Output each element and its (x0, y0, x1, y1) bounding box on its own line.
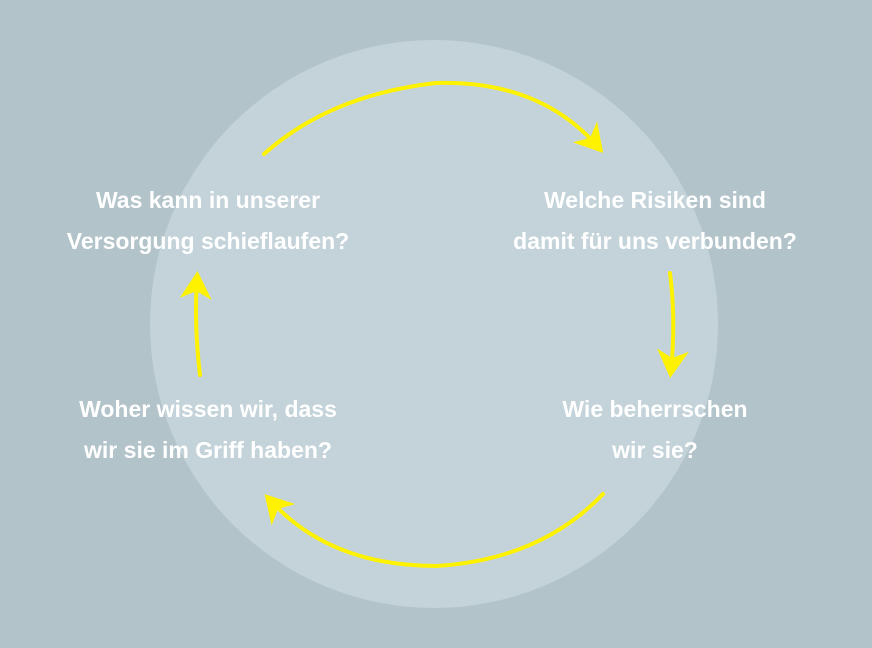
arrow-bottom (264, 492, 605, 569)
arrow-top (262, 80, 604, 156)
step-control-line2: wir sie? (612, 437, 698, 463)
step-identify: Was kann in unserer Versorgung schieflau… (30, 180, 386, 262)
step-control: Wie beherrschen wir sie? (480, 389, 830, 471)
step-monitor: Woher wissen wir, dass wir sie im Griff … (30, 389, 386, 471)
arrow-right (657, 271, 689, 378)
step-assess-line2: damit für uns verbunden? (513, 228, 797, 254)
step-assess: Welche Risiken sind damit für uns verbun… (480, 180, 830, 262)
arrow-left (179, 271, 212, 377)
step-monitor-line2: wir sie im Griff haben? (84, 437, 332, 463)
step-control-line1: Wie beherrschen (562, 396, 748, 422)
step-identify-line2: Versorgung schieflaufen? (66, 228, 350, 254)
step-monitor-line1: Woher wissen wir, dass (79, 396, 337, 422)
background-circle (150, 40, 718, 608)
step-identify-line1: Was kann in unserer (95, 187, 321, 213)
step-assess-line1: Welche Risiken sind (544, 187, 766, 213)
